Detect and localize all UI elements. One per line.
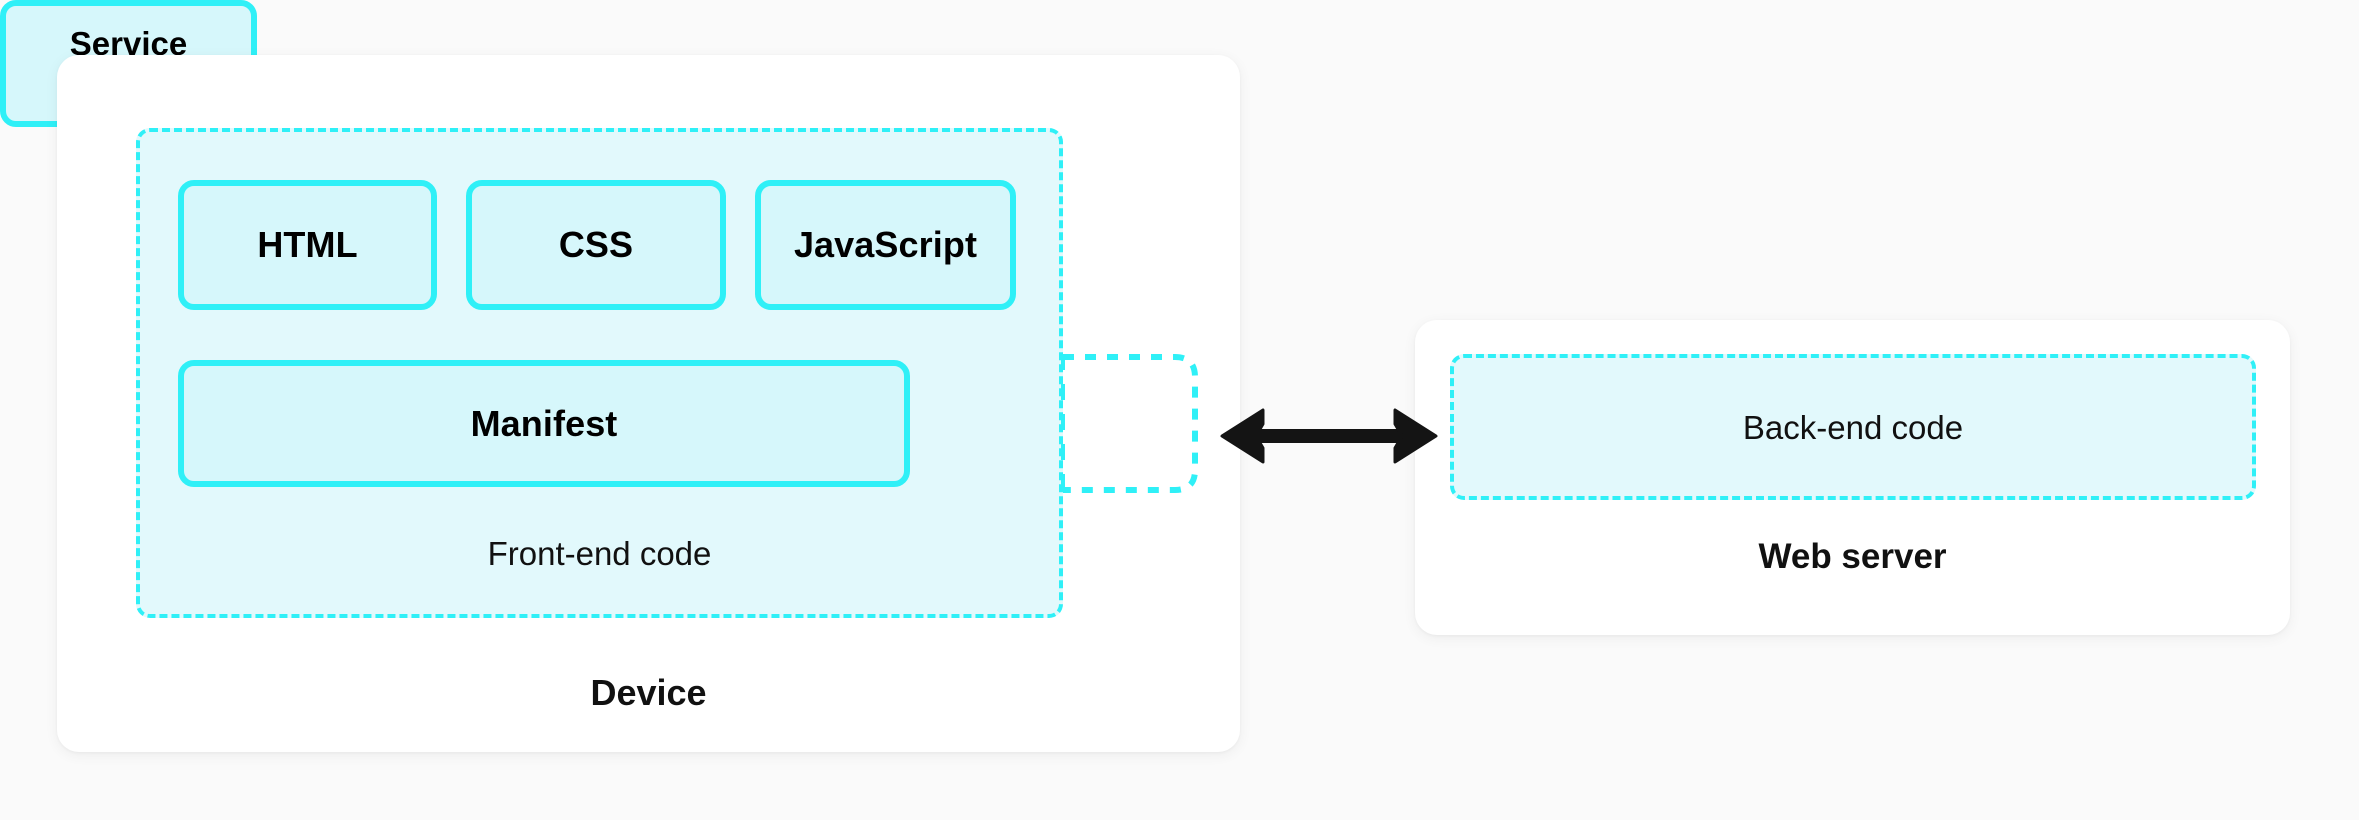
module-css[interactable]: CSS <box>466 180 726 310</box>
back-end-code-label: Back-end code <box>1742 409 1964 446</box>
module-html[interactable]: HTML <box>178 180 437 310</box>
module-javascript[interactable]: JavaScript <box>755 180 1016 310</box>
bidirectional-arrow-icon <box>1220 408 1438 464</box>
device-label: Device <box>590 672 707 713</box>
front-end-code-label: Front-end code <box>487 535 712 572</box>
module-manifest[interactable]: Manifest <box>178 360 910 487</box>
web-server-label: Web server <box>1758 537 1947 576</box>
back-end-code-region <box>1450 354 2256 500</box>
